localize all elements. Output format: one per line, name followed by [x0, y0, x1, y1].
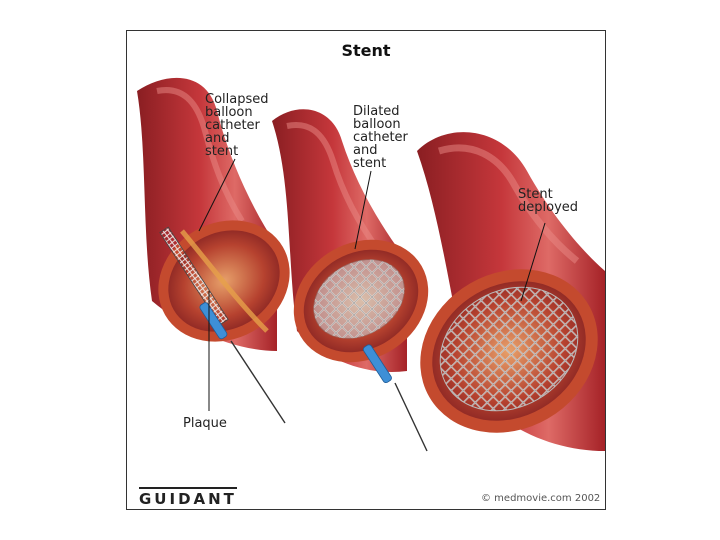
pointer-lines	[198, 158, 546, 411]
label-collapsed-balloon: Collapsed balloon catheter and stent	[205, 92, 269, 159]
label-plaque: Plaque	[183, 416, 227, 431]
vessel-dilated	[272, 109, 429, 452]
deployed-stent-mesh	[439, 286, 579, 412]
diagram-title: Stent	[341, 41, 391, 60]
label-dilated-balloon: Dilated balloon catheter and stent	[353, 104, 408, 171]
stent-illustration	[137, 77, 605, 452]
vessel-deployed	[417, 132, 605, 452]
pointer-deployed	[520, 222, 546, 302]
pointer-dilated	[354, 170, 372, 250]
collapsed-stent-catheter	[159, 226, 286, 424]
copyright-notice: © medmovie.com 2002	[481, 493, 601, 504]
label-stent-deployed: Stent deployed	[518, 187, 579, 215]
diagram-frame: Stent Collapsed balloon catheter and ste…	[126, 30, 606, 510]
pointer-collapsed	[198, 158, 236, 232]
guidant-logo: GUIDANT	[139, 487, 237, 508]
plaque-deposit	[180, 229, 269, 333]
dilated-balloon-stent	[313, 259, 428, 452]
